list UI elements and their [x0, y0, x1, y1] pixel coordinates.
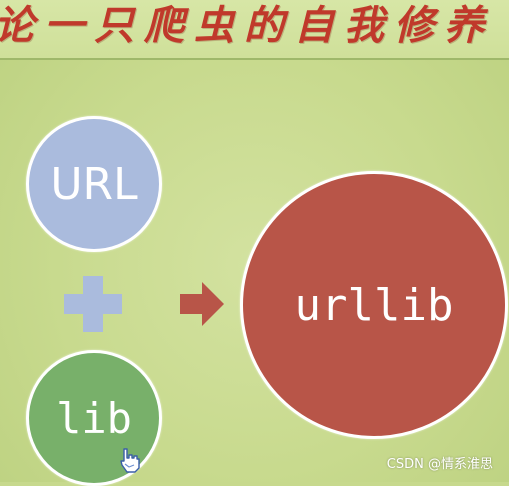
urllib-circle: urllib — [240, 171, 508, 439]
slide-title: 论一只爬虫的自我修养 — [0, 2, 494, 49]
hand-cursor-icon — [120, 448, 140, 473]
title-band: 论一只爬虫的自我修养 — [0, 0, 509, 58]
watermark-text: CSDN @情系淮思 — [386, 457, 493, 472]
arrow-right-icon — [180, 282, 224, 326]
title-divider — [0, 58, 509, 60]
url-circle: URL — [26, 116, 162, 252]
plus-icon — [64, 276, 122, 332]
urllib-label: urllib — [294, 279, 454, 331]
plus-vertical-bar — [83, 276, 103, 332]
lib-circle: lib — [26, 350, 162, 486]
lib-label: lib — [56, 393, 132, 443]
url-label: URL — [50, 158, 138, 210]
